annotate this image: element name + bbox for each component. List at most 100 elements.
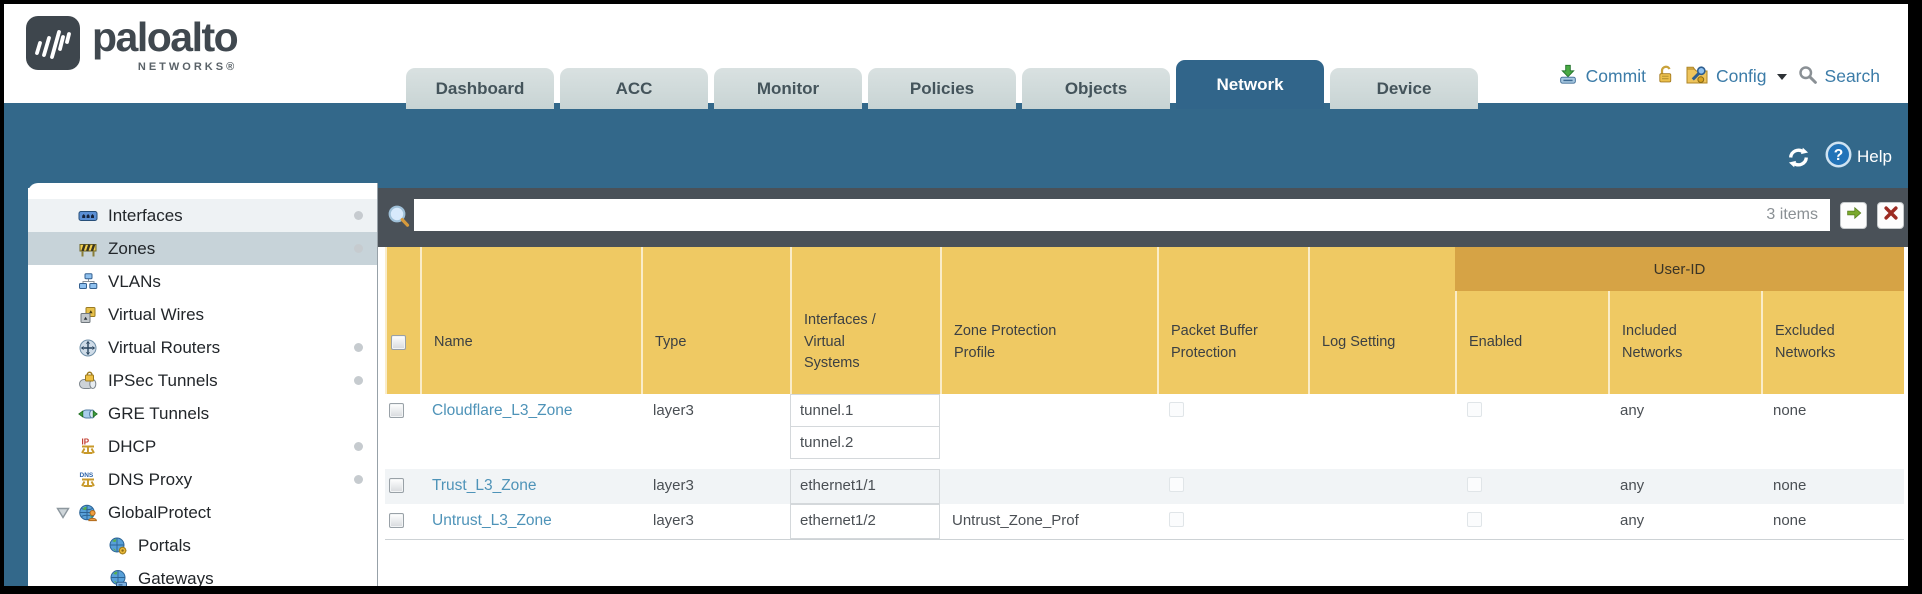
status-dot: [354, 244, 363, 253]
included-networks-value: any: [1620, 512, 1645, 529]
tab-dashboard[interactable]: Dashboard: [406, 68, 554, 109]
clear-filter-button[interactable]: [1877, 202, 1904, 229]
column-header-type: Type: [641, 247, 790, 394]
zone-type: layer3: [653, 402, 694, 419]
sidebar-item-label: DHCP: [108, 436, 157, 456]
svg-text:IP: IP: [82, 437, 90, 446]
sidebar-item-label: Zones: [108, 238, 156, 258]
select-cell: [385, 469, 420, 504]
row-select-checkbox[interactable]: [389, 478, 404, 493]
tab-label: Device: [1376, 78, 1432, 98]
excluded-networks-cell: none: [1761, 394, 1903, 469]
tab-label: Dashboard: [435, 78, 525, 98]
zone-name-link[interactable]: Trust_L3_Zone: [432, 477, 537, 494]
sidebar-item-vlans[interactable]: VLANs: [28, 265, 377, 298]
select-cell: [385, 504, 420, 539]
sidebar-item-ipsec-tunnels[interactable]: IPSec Tunnels: [28, 364, 377, 397]
user-id-enabled-cell: [1455, 394, 1608, 469]
user-id-enabled-checkbox[interactable]: [1467, 512, 1482, 527]
sidebar-item-label: GRE Tunnels: [108, 403, 210, 423]
column-header-label: Zone Protection Profile: [954, 322, 1057, 361]
sidebar-item-zones[interactable]: Zones: [28, 232, 377, 265]
row-select-checkbox[interactable]: [389, 403, 404, 418]
column-header-excluded-networks: Excluded Networks: [1761, 247, 1903, 394]
packet-buffer-protection-checkbox[interactable]: [1169, 477, 1184, 492]
zone-type: layer3: [653, 512, 694, 529]
user-id-enabled-checkbox[interactable]: [1467, 477, 1482, 492]
lock-button[interactable]: [1655, 64, 1676, 90]
interface-box: tunnel.1: [790, 394, 940, 427]
filter-input[interactable]: [414, 199, 1767, 231]
filter-bar: 3 items: [378, 188, 1908, 247]
dhcp-icon: IP: [78, 437, 104, 457]
zone-protection-profile-cell: [940, 469, 1157, 504]
sidebar-item-label: Portals: [138, 535, 191, 555]
sidebar-item-interfaces[interactable]: Interfaces: [28, 199, 377, 232]
type-cell: layer3: [641, 394, 790, 469]
config-menu-button[interactable]: Config: [1685, 62, 1788, 91]
search-button[interactable]: Search: [1797, 64, 1880, 90]
status-dot: [354, 442, 363, 451]
log-setting-cell: [1308, 394, 1455, 469]
tab-acc[interactable]: ACC: [560, 68, 708, 109]
help-button[interactable]: ? Help: [1825, 141, 1892, 173]
top-bar: paloalto NETWORKS® Dashboard ACC Monitor Po…: [4, 4, 1908, 109]
interface-box: ethernet1/1: [790, 469, 940, 504]
column-header-name: Name: [420, 247, 641, 394]
tab-monitor[interactable]: Monitor: [714, 68, 862, 109]
top-actions: Commit Config Search: [1557, 62, 1880, 91]
gre-tunnels-icon: [78, 404, 104, 424]
config-icon: [1685, 62, 1709, 91]
paloalto-logo: paloalto NETWORKS®: [26, 15, 239, 73]
tab-label: Monitor: [756, 78, 820, 98]
packet-buffer-protection-cell: [1157, 394, 1308, 469]
tab-objects[interactable]: Objects: [1022, 68, 1170, 109]
name-cell: Cloudflare_L3_Zone: [420, 394, 641, 469]
tab-network[interactable]: Network: [1176, 60, 1324, 109]
tab-label: Objects: [1064, 78, 1128, 98]
sidebar-item-virtual-routers[interactable]: Virtual Routers: [28, 331, 377, 364]
row-select-checkbox[interactable]: [389, 513, 404, 528]
select-all-checkbox[interactable]: [391, 335, 406, 350]
apply-filter-button[interactable]: [1840, 202, 1867, 229]
help-label: Help: [1857, 147, 1892, 166]
tab-device[interactable]: Device: [1330, 68, 1478, 109]
filter-input-wrap: 3 items: [414, 199, 1830, 231]
user-id-enabled-checkbox[interactable]: [1467, 402, 1482, 417]
zone-name-link[interactable]: Untrust_L3_Zone: [432, 512, 552, 529]
vlans-icon: [78, 272, 104, 292]
interface-name: tunnel.1: [800, 402, 854, 419]
sidebar-item-virtual-wires[interactable]: Virtual Wires: [28, 298, 377, 331]
sidebar-item-portals[interactable]: Portals: [28, 529, 377, 562]
sidebar-item-globalprotect[interactable]: GlobalProtect: [28, 496, 377, 529]
tab-label: ACC: [615, 78, 653, 98]
interfaces-cell: ethernet1/1: [790, 469, 940, 504]
tab-label: Policies: [909, 78, 975, 98]
expander-icon[interactable]: [56, 507, 78, 519]
packet-buffer-protection-checkbox[interactable]: [1169, 402, 1184, 417]
interface-name: ethernet1/2: [800, 512, 876, 529]
excluded-networks-value: none: [1773, 477, 1807, 494]
packet-buffer-protection-checkbox[interactable]: [1169, 512, 1184, 527]
commit-button[interactable]: Commit: [1557, 63, 1646, 90]
sidebar-item-gateways[interactable]: Gateways: [28, 562, 377, 586]
virtual-wires-icon: [78, 305, 104, 325]
tab-policies[interactable]: Policies: [868, 68, 1016, 109]
log-setting-cell: [1308, 469, 1455, 504]
main-nav-tabs: Dashboard ACC Monitor Policies Objects Networ…: [406, 60, 1484, 109]
excluded-networks-value: none: [1773, 512, 1807, 529]
refresh-button[interactable]: [1786, 145, 1811, 170]
column-header-select: [385, 247, 420, 394]
sidebar-item-gre-tunnels[interactable]: GRE Tunnels: [28, 397, 377, 430]
status-dot: [354, 211, 363, 220]
included-networks-value: any: [1620, 402, 1645, 419]
sidebar-item-dhcp[interactable]: IP DHCP: [28, 430, 377, 463]
zone-protection-profile-cell: Untrust_Zone_Prof: [940, 504, 1157, 539]
zone-name-link[interactable]: Cloudflare_L3_Zone: [432, 402, 573, 419]
help-icon: ?: [1825, 141, 1852, 173]
interfaces-cell: ethernet1/2: [790, 504, 940, 539]
